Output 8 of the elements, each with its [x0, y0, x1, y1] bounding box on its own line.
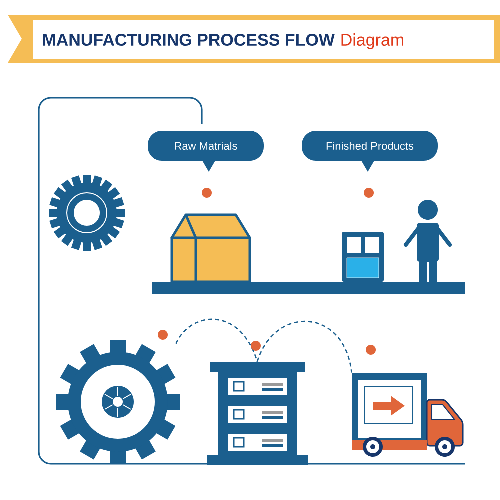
shelf-drawing — [207, 362, 308, 465]
title-word: Diagram — [342, 34, 404, 50]
gear-drawing — [56, 340, 180, 464]
dashed-connector — [176, 318, 258, 362]
dashed-connector — [256, 321, 352, 373]
truck-drawing — [352, 373, 464, 457]
speech-bubble: Finished Products — [302, 131, 438, 172]
speech-bubble: Raw Matrials — [148, 131, 264, 172]
